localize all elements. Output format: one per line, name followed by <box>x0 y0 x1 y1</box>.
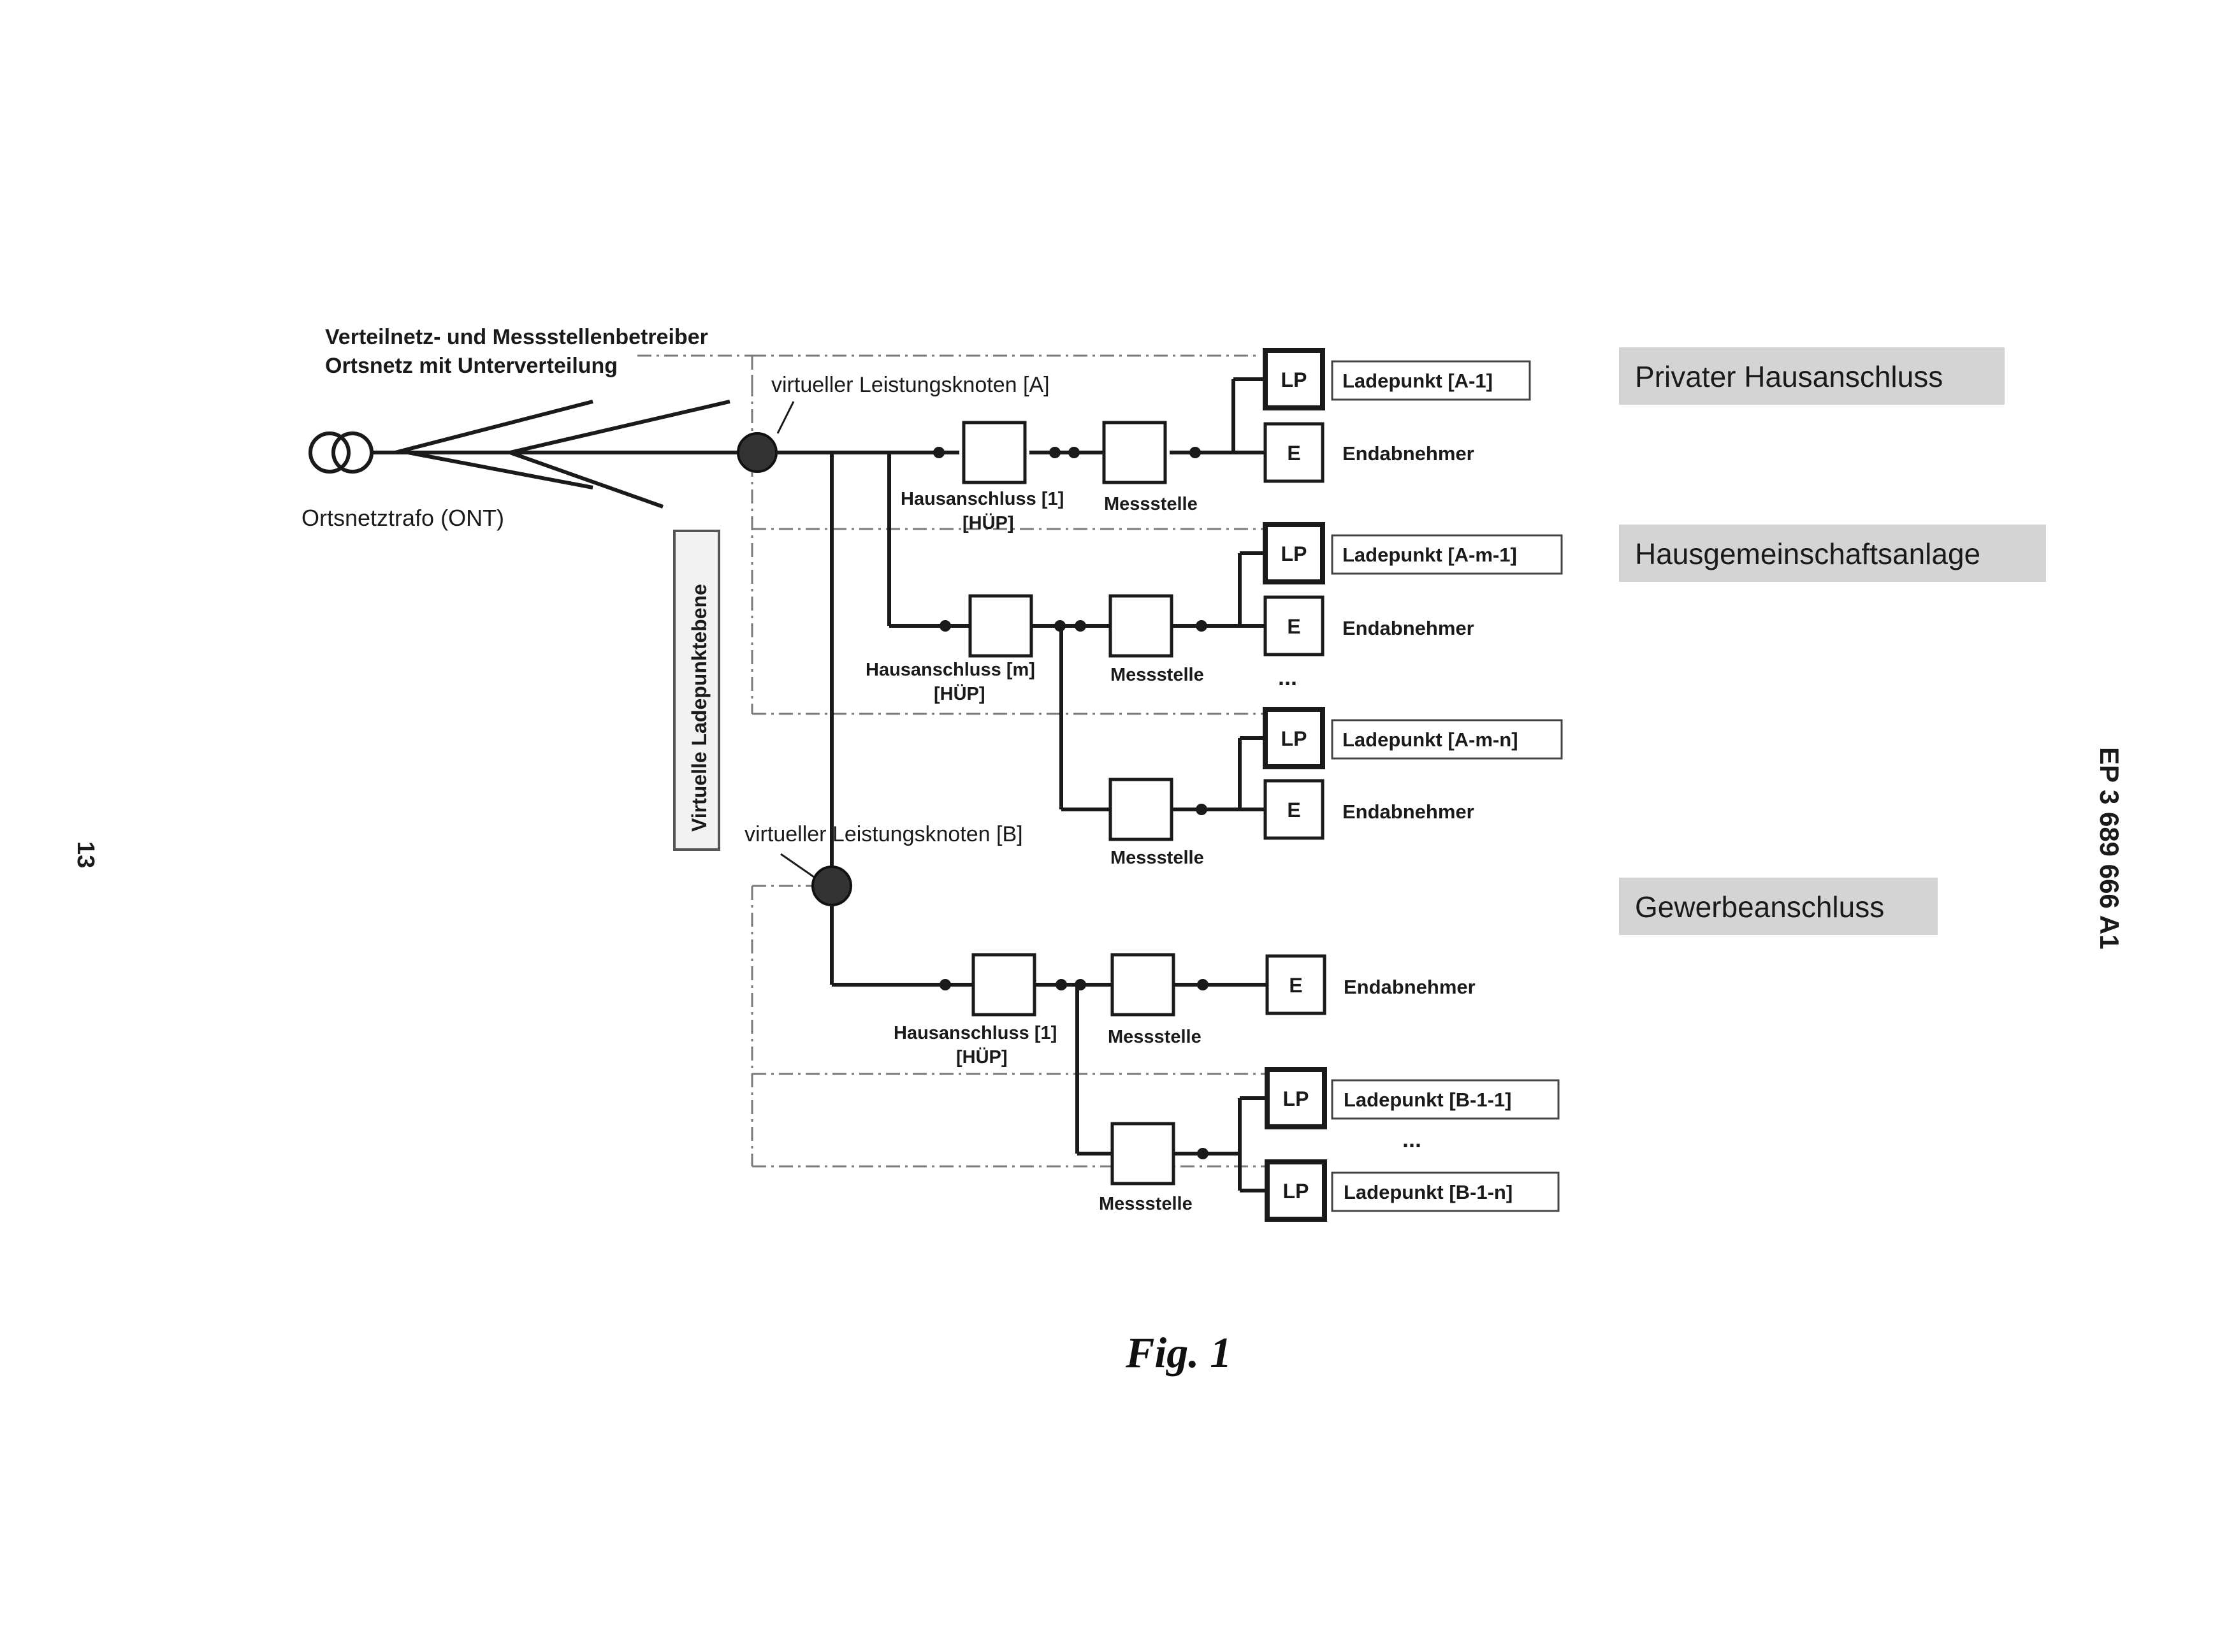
hausanschluss-b1-box <box>973 955 1035 1015</box>
header-line-2: Ortsnetz mit Unterverteilung <box>325 354 618 378</box>
category-gewerbe: Gewerbeanschluss <box>1635 890 1884 924</box>
endabnehmer-am-label: Endabnehmer <box>1342 617 1474 639</box>
lp-am1-text: LP <box>1281 542 1307 565</box>
e-a1-text: E <box>1287 442 1300 465</box>
hausanschluss-am-box <box>970 596 1031 656</box>
messstelle-b1-label: Messstelle <box>1108 1027 1201 1047</box>
branch-a1 <box>1233 379 1265 453</box>
branch-b1 <box>1173 1098 1267 1191</box>
distribution-lines <box>372 402 757 507</box>
virtual-node-b <box>813 867 851 905</box>
figure-caption: Fig. 1 <box>1125 1328 1231 1377</box>
lp-amn-text: LP <box>1281 727 1307 750</box>
huep-a1-label: [HÜP] <box>962 512 1014 533</box>
messstelle-b11-label: Messstelle <box>1099 1194 1193 1214</box>
messstelle-b11-box <box>1112 1124 1173 1184</box>
messstelle-amn-box <box>1110 779 1172 839</box>
ladepunkt-b11-label: Ladepunkt [B-1-1] <box>1344 1089 1512 1111</box>
endabnehmer-b1-label: Endabnehmer <box>1344 976 1476 998</box>
hausanschluss-a1-box <box>964 423 1025 482</box>
lp-b1n-text: LP <box>1283 1180 1309 1203</box>
node-a-pointer <box>778 402 794 433</box>
transformer-label: Ortsnetztrafo (ONT) <box>301 505 504 531</box>
ellipsis-am: ... <box>1278 664 1297 690</box>
lp-a1-text: LP <box>1281 368 1307 391</box>
hausanschluss-a1-label: Hausanschluss [1] <box>901 489 1064 509</box>
messstelle-am-box <box>1110 596 1172 656</box>
messstelle-am-label: Messstelle <box>1110 665 1204 685</box>
hausanschluss-b1-label: Hausanschluss [1] <box>894 1023 1057 1043</box>
branch-amn <box>1172 738 1265 809</box>
messstelle-amn-label: Messstelle <box>1110 848 1204 868</box>
virtual-node-a <box>738 433 776 472</box>
messstelle-b1-box <box>1112 955 1173 1015</box>
header-line-1: Verteilnetz- und Messstellenbetreiber <box>325 325 708 349</box>
ladepunkt-amn-label: Ladepunkt [A-m-n] <box>1342 728 1518 751</box>
page-number: 13 <box>72 841 99 868</box>
huep-b1-label: [HÜP] <box>956 1047 1008 1068</box>
huep-am-label: [HÜP] <box>934 683 985 704</box>
publication-number: EP 3 689 666 A1 <box>2094 747 2124 950</box>
e-am-text: E <box>1287 615 1300 638</box>
endabnehmer-a1-label: Endabnehmer <box>1342 442 1474 465</box>
node-b-label: virtueller Leistungsknoten [B] <box>744 822 1023 846</box>
e-amn-text: E <box>1287 799 1300 822</box>
transformer-icon <box>310 433 372 472</box>
ladepunkt-b1n-label: Ladepunkt [B-1-n] <box>1344 1181 1513 1203</box>
lp-b11-text: LP <box>1283 1087 1309 1110</box>
ladepunkt-am1-label: Ladepunkt [A-m-1] <box>1342 544 1517 566</box>
e-b1-text: E <box>1289 974 1302 997</box>
category-privat: Privater Hausanschluss <box>1635 360 1943 393</box>
messstelle-a1-label: Messstelle <box>1104 494 1198 514</box>
virtual-level-label: Virtuelle Ladepunktebene <box>688 584 711 832</box>
endabnehmer-amn-label: Endabnehmer <box>1342 801 1474 823</box>
category-hausgemeinschaft: Hausgemeinschaftsanlage <box>1635 537 1980 570</box>
ladepunkt-a1-label: Ladepunkt [A-1] <box>1342 370 1493 392</box>
messstelle-a1-box <box>1104 423 1165 482</box>
hausanschluss-am-label: Hausanschluss [m] <box>866 660 1035 680</box>
node-a-label: virtueller Leistungsknoten [A] <box>771 373 1050 397</box>
ellipsis-b1: ... <box>1402 1126 1421 1152</box>
